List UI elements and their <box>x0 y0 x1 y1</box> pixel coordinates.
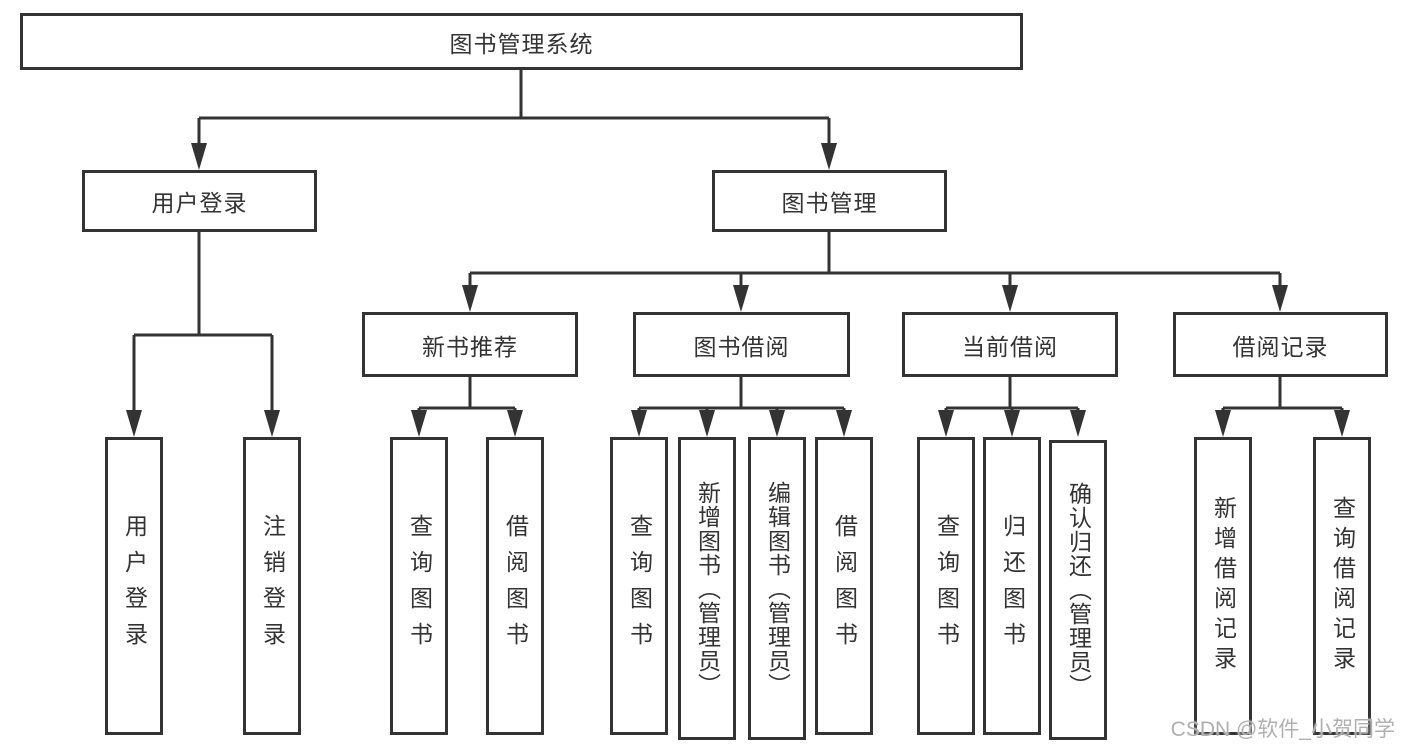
leaf-recommend-query-books-label: 查询图书 <box>406 514 433 658</box>
node-borrow-records: 借阅记录 <box>1173 312 1388 377</box>
leaf-recommend-borrow-books-label: 借阅图书 <box>502 514 529 658</box>
leaf-edit-book-admin: 编辑图书（管理员） <box>748 437 806 740</box>
leaf-borrow-borrow-books-label: 借阅图书 <box>831 514 858 658</box>
node-book-borrow: 图书借阅 <box>633 312 850 377</box>
node-user-login: 用户登录 <box>82 170 317 232</box>
node-borrow-records-label: 借阅记录 <box>1232 333 1329 360</box>
node-root-label: 图书管理系统 <box>449 30 594 57</box>
leaf-return-books-label: 归还图书 <box>999 514 1026 658</box>
leaf-edit-book-admin-label: 编辑图书（管理员） <box>764 480 791 697</box>
leaf-confirm-return-admin-label: 确认归还（管理员） <box>1065 482 1092 698</box>
node-root: 图书管理系统 <box>20 13 1023 70</box>
leaf-borrow-query-books: 查询图书 <box>610 437 668 735</box>
node-current-borrow: 当前借阅 <box>902 312 1118 377</box>
leaf-recommend-borrow-books: 借阅图书 <box>486 437 544 735</box>
leaf-logout: 注销登录 <box>243 437 301 735</box>
leaf-add-borrow-record: 新增借阅记录 <box>1194 437 1252 735</box>
leaf-borrow-borrow-books: 借阅图书 <box>815 437 873 735</box>
node-user-login-label: 用户登录 <box>151 190 248 216</box>
leaf-recommend-query-books: 查询图书 <box>390 437 448 735</box>
leaf-user-login-label: 用户登录 <box>121 514 148 658</box>
leaf-add-book-admin: 新增图书（管理员） <box>678 437 736 740</box>
leaf-query-borrow-record-label: 查询借阅记录 <box>1329 496 1356 676</box>
arrowheads <box>126 143 1350 437</box>
watermark: CSDN @软件_小贺同学 <box>1170 718 1395 741</box>
leaf-query-borrow-record: 查询借阅记录 <box>1313 437 1371 735</box>
leaf-return-books: 归还图书 <box>983 437 1041 735</box>
leaf-current-query-books: 查询图书 <box>917 437 975 735</box>
leaf-user-login: 用户登录 <box>105 437 163 735</box>
node-book-management: 图书管理 <box>712 170 947 232</box>
leaf-confirm-return-admin: 确认归还（管理员） <box>1049 440 1107 740</box>
leaf-add-borrow-record-label: 新增借阅记录 <box>1210 496 1237 676</box>
node-book-management-label: 图书管理 <box>781 190 878 216</box>
leaf-current-query-books-label: 查询图书 <box>933 514 960 658</box>
node-book-borrow-label: 图书借阅 <box>693 333 790 360</box>
leaf-logout-label: 注销登录 <box>259 514 286 658</box>
leaf-add-book-admin-label: 新增图书（管理员） <box>694 480 721 697</box>
node-new-book-recommend: 新书推荐 <box>362 312 578 377</box>
node-new-book-recommend-label: 新书推荐 <box>422 333 518 360</box>
node-current-borrow-label: 当前借阅 <box>962 333 1058 360</box>
leaf-borrow-query-books-label: 查询图书 <box>626 514 653 658</box>
